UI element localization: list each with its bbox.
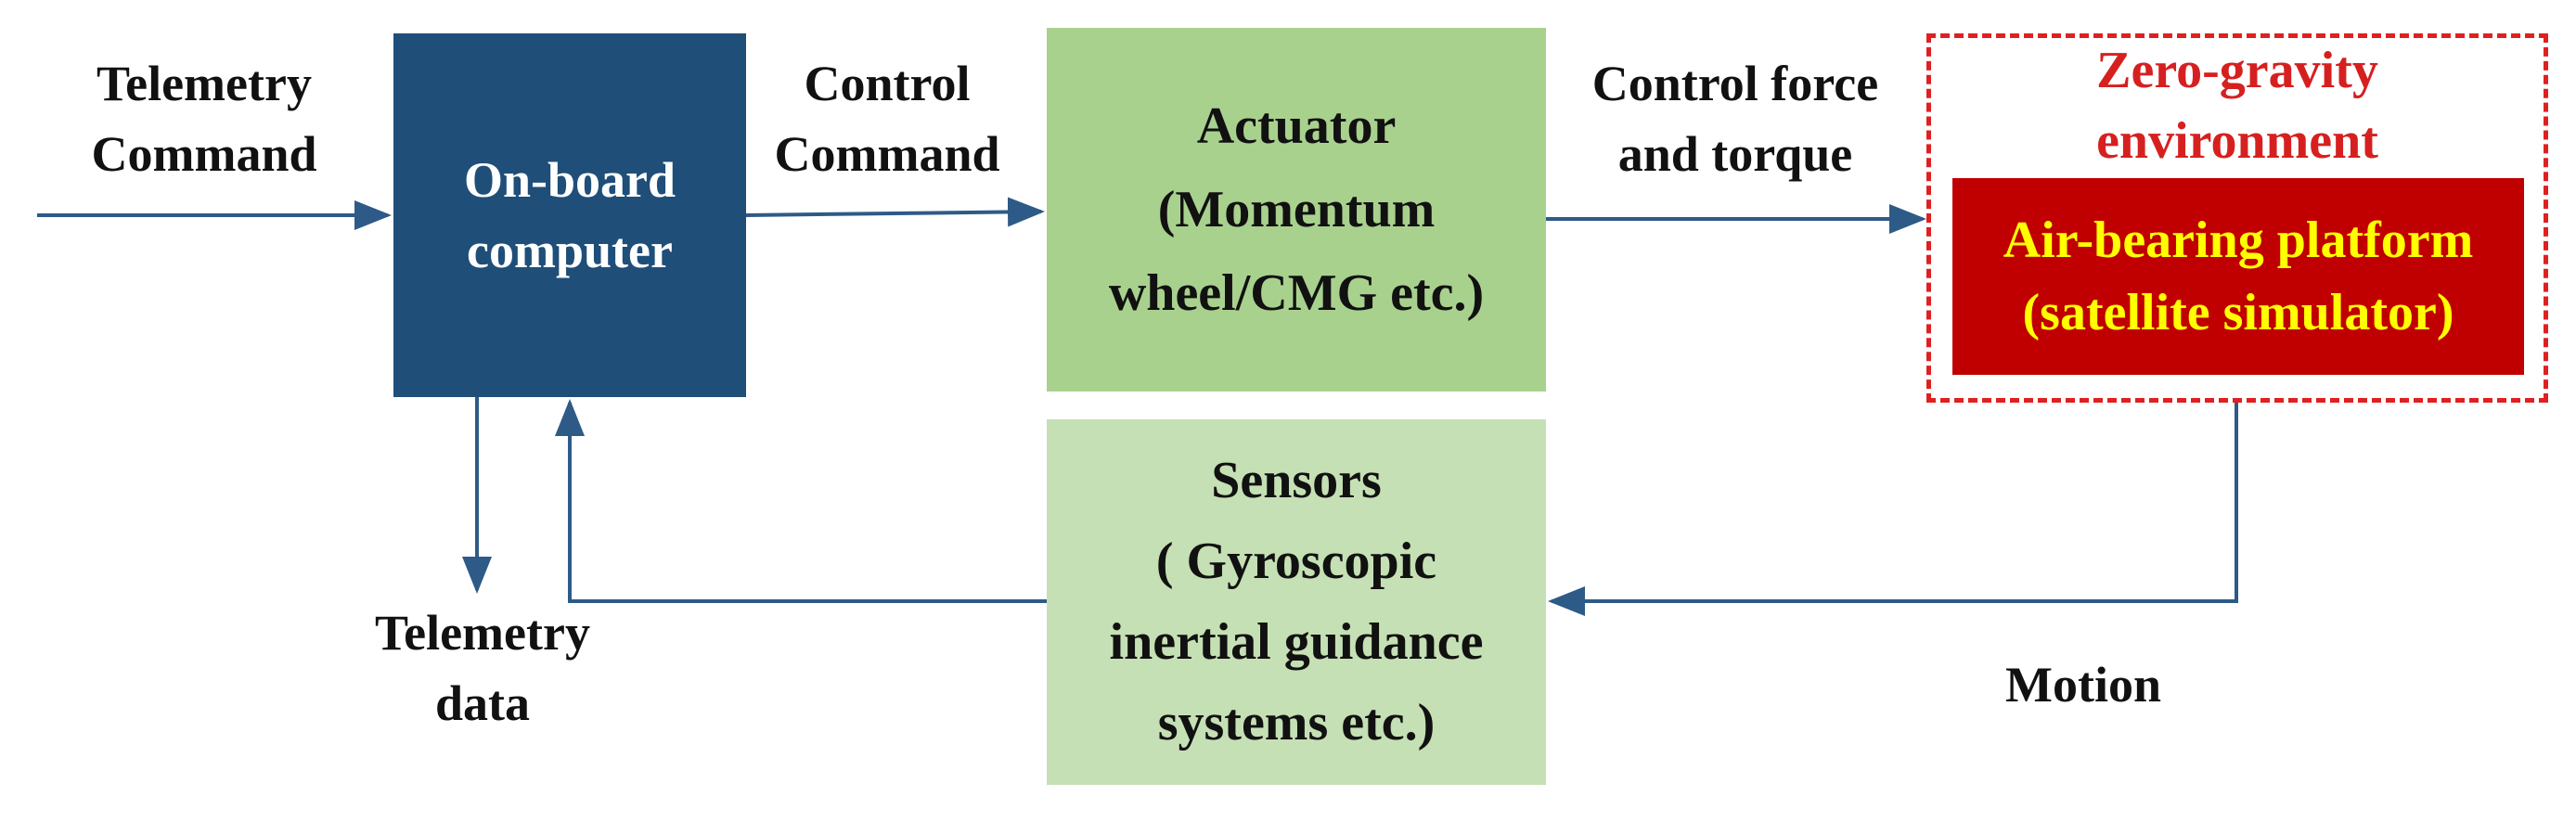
telemetry-data-label: Telemetry data <box>334 597 631 739</box>
onboard-computer-block: On-board computer <box>393 33 746 397</box>
telemetry-data-line-1: Telemetry <box>375 605 590 661</box>
telemetry-command-line-2: Command <box>91 126 317 182</box>
sensors-line-2: ( Gyroscopic <box>1155 533 1437 590</box>
control-force-line-1: Control force <box>1591 56 1879 111</box>
sensors-line-3: inertial guidance <box>1109 613 1484 671</box>
telemetry-data-line-2: data <box>434 675 530 731</box>
sensors-line-4: systems etc.) <box>1157 694 1436 751</box>
sensors-line-1: Sensors <box>1211 452 1382 509</box>
control-force-line-2: and torque <box>1617 126 1853 182</box>
platform-line-2: (satellite simulator) <box>2022 284 2454 341</box>
actuator-line-2: (Momentum <box>1157 181 1436 238</box>
control-force-label: Control force and torque <box>1559 48 1912 189</box>
air-bearing-platform-block: Air-bearing platform (satellite simulato… <box>1952 178 2524 375</box>
onboard-computer-line-2: computer <box>467 223 673 278</box>
control-command-line-2: Command <box>774 126 1000 182</box>
motion-label: Motion <box>1949 649 2218 720</box>
arrow-motion <box>1548 403 2238 616</box>
environment-line-2: environment <box>2096 112 2378 170</box>
sensors-block: Sensors ( Gyroscopic inertial guidance s… <box>1047 419 1546 785</box>
platform-line-1: Air-bearing platform <box>2003 212 2474 269</box>
onboard-computer-line-1: On-board <box>463 152 676 208</box>
telemetry-command-label: Telemetry Command <box>37 48 371 189</box>
zero-gravity-environment-boundary <box>1926 33 2548 403</box>
control-command-label: Control Command <box>748 48 1026 189</box>
actuator-block: Actuator (Momentum wheel/CMG etc.) <box>1047 28 1546 392</box>
zero-gravity-environment-title: Zero-gravity environment <box>1926 35 2548 176</box>
arrow-sensor-feedback <box>555 399 1047 603</box>
arrow-control-command <box>745 197 1045 227</box>
actuator-line-1: Actuator <box>1196 97 1397 155</box>
environment-line-1: Zero-gravity <box>2096 42 2378 99</box>
actuator-line-3: wheel/CMG etc.) <box>1108 264 1485 322</box>
control-command-line-1: Control <box>804 56 971 111</box>
motion-text: Motion <box>2005 657 2161 713</box>
telemetry-command-line-1: Telemetry <box>97 56 312 111</box>
